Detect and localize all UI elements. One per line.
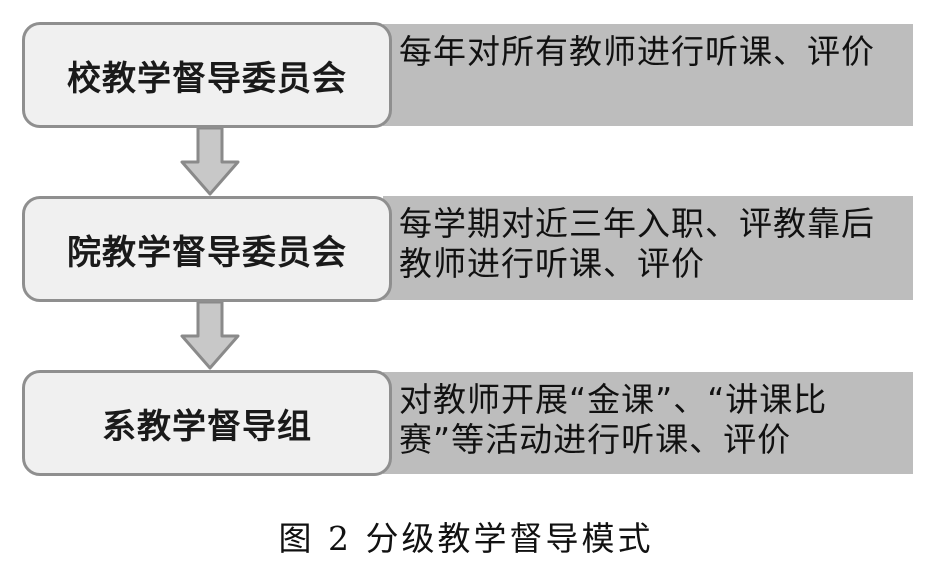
level-1-description: 每年对所有教师进行听课、评价	[399, 32, 875, 71]
level-3-description: 对教师开展“金课”、“讲课比赛”等活动进行听课、评价	[399, 380, 828, 459]
level-1-description-panel: 每年对所有教师进行听课、评价	[383, 24, 913, 126]
level-1-box: 校教学督导委员会	[22, 22, 392, 128]
level-2-box: 院教学督导委员会	[22, 196, 392, 302]
level-3-description-panel: 对教师开展“金课”、“讲课比赛”等活动进行听课、评价	[383, 372, 913, 474]
level-2-description: 每学期对近三年入职、评教靠后教师进行听课、评价	[399, 204, 875, 283]
down-arrow-1	[180, 128, 240, 196]
level-2-description-panel: 每学期对近三年入职、评教靠后教师进行听课、评价	[383, 196, 913, 300]
level-2-name: 院教学督导委员会	[67, 232, 347, 273]
level-3-name: 系教学督导组	[102, 406, 312, 447]
level-3-box: 系教学督导组	[22, 370, 392, 476]
level-1-name: 校教学督导委员会	[67, 58, 347, 99]
down-arrow-2	[180, 302, 240, 370]
figure-caption: 图 2 分级教学督导模式	[278, 519, 654, 558]
